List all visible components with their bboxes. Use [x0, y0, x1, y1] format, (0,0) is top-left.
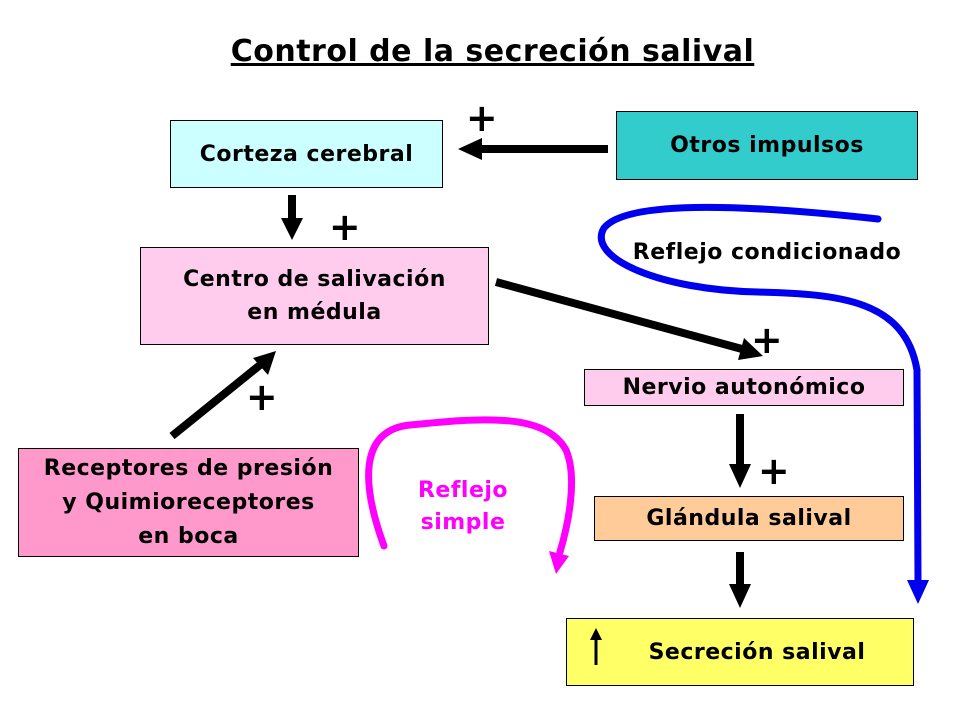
box-centro-salivacion: Centro de salivación en médula [140, 247, 489, 345]
arrow-receptores-to-centro [169, 351, 276, 440]
arrow-nervio-to-glandula [729, 414, 751, 488]
box-glandula-label: Glándula salival [646, 506, 852, 531]
box-receptores-line1: Receptores de presión [43, 455, 334, 481]
simple-reflex-arrow [365, 416, 576, 574]
arrow-otros-to-corteza [458, 138, 608, 160]
conditioned-reflex-arrow [598, 203, 929, 604]
label-reflejo-simple-line1: Reflejo [417, 478, 509, 503]
label-reflejo-simple-line2: simple [420, 510, 506, 535]
arrow-centro-to-nervio [494, 278, 763, 360]
box-receptores-line2: y Quimioreceptores [62, 489, 315, 515]
plus-sign: + [328, 205, 362, 249]
box-otros-impulsos: Otros impulsos [616, 111, 918, 180]
plus-sign: + [245, 375, 279, 419]
arrow-glandula-to-secrecion [729, 552, 751, 608]
box-corteza-label: Corteza cerebral [199, 141, 414, 167]
box-corteza-cerebral: Corteza cerebral [170, 120, 443, 188]
plus-sign: + [757, 449, 791, 493]
box-receptores-line3: en boca [138, 523, 239, 549]
box-glandula-salival: Glándula salival [594, 496, 904, 541]
arrow-increase-icon [590, 628, 602, 665]
box-secrecion-label: Secreción salival [648, 639, 866, 665]
label-reflejo-condicionado: Reflejo condicionado [632, 240, 902, 265]
box-receptores: Receptores de presión y Quimioreceptores… [18, 448, 359, 557]
box-secrecion-salival: Secreción salival [566, 618, 914, 686]
box-centro-line1: Centro de salivación [183, 267, 446, 292]
box-otros-label: Otros impulsos [670, 133, 864, 158]
box-centro-line2: en médula [247, 300, 382, 325]
plus-sign: + [465, 96, 499, 140]
box-nervio-autonomico: Nervio autonómico [584, 369, 904, 406]
diagram-title: Control de la secreción salival [230, 34, 755, 69]
arrow-corteza-to-centro [281, 195, 303, 240]
box-nervio-label: Nervio autonómico [622, 375, 866, 400]
